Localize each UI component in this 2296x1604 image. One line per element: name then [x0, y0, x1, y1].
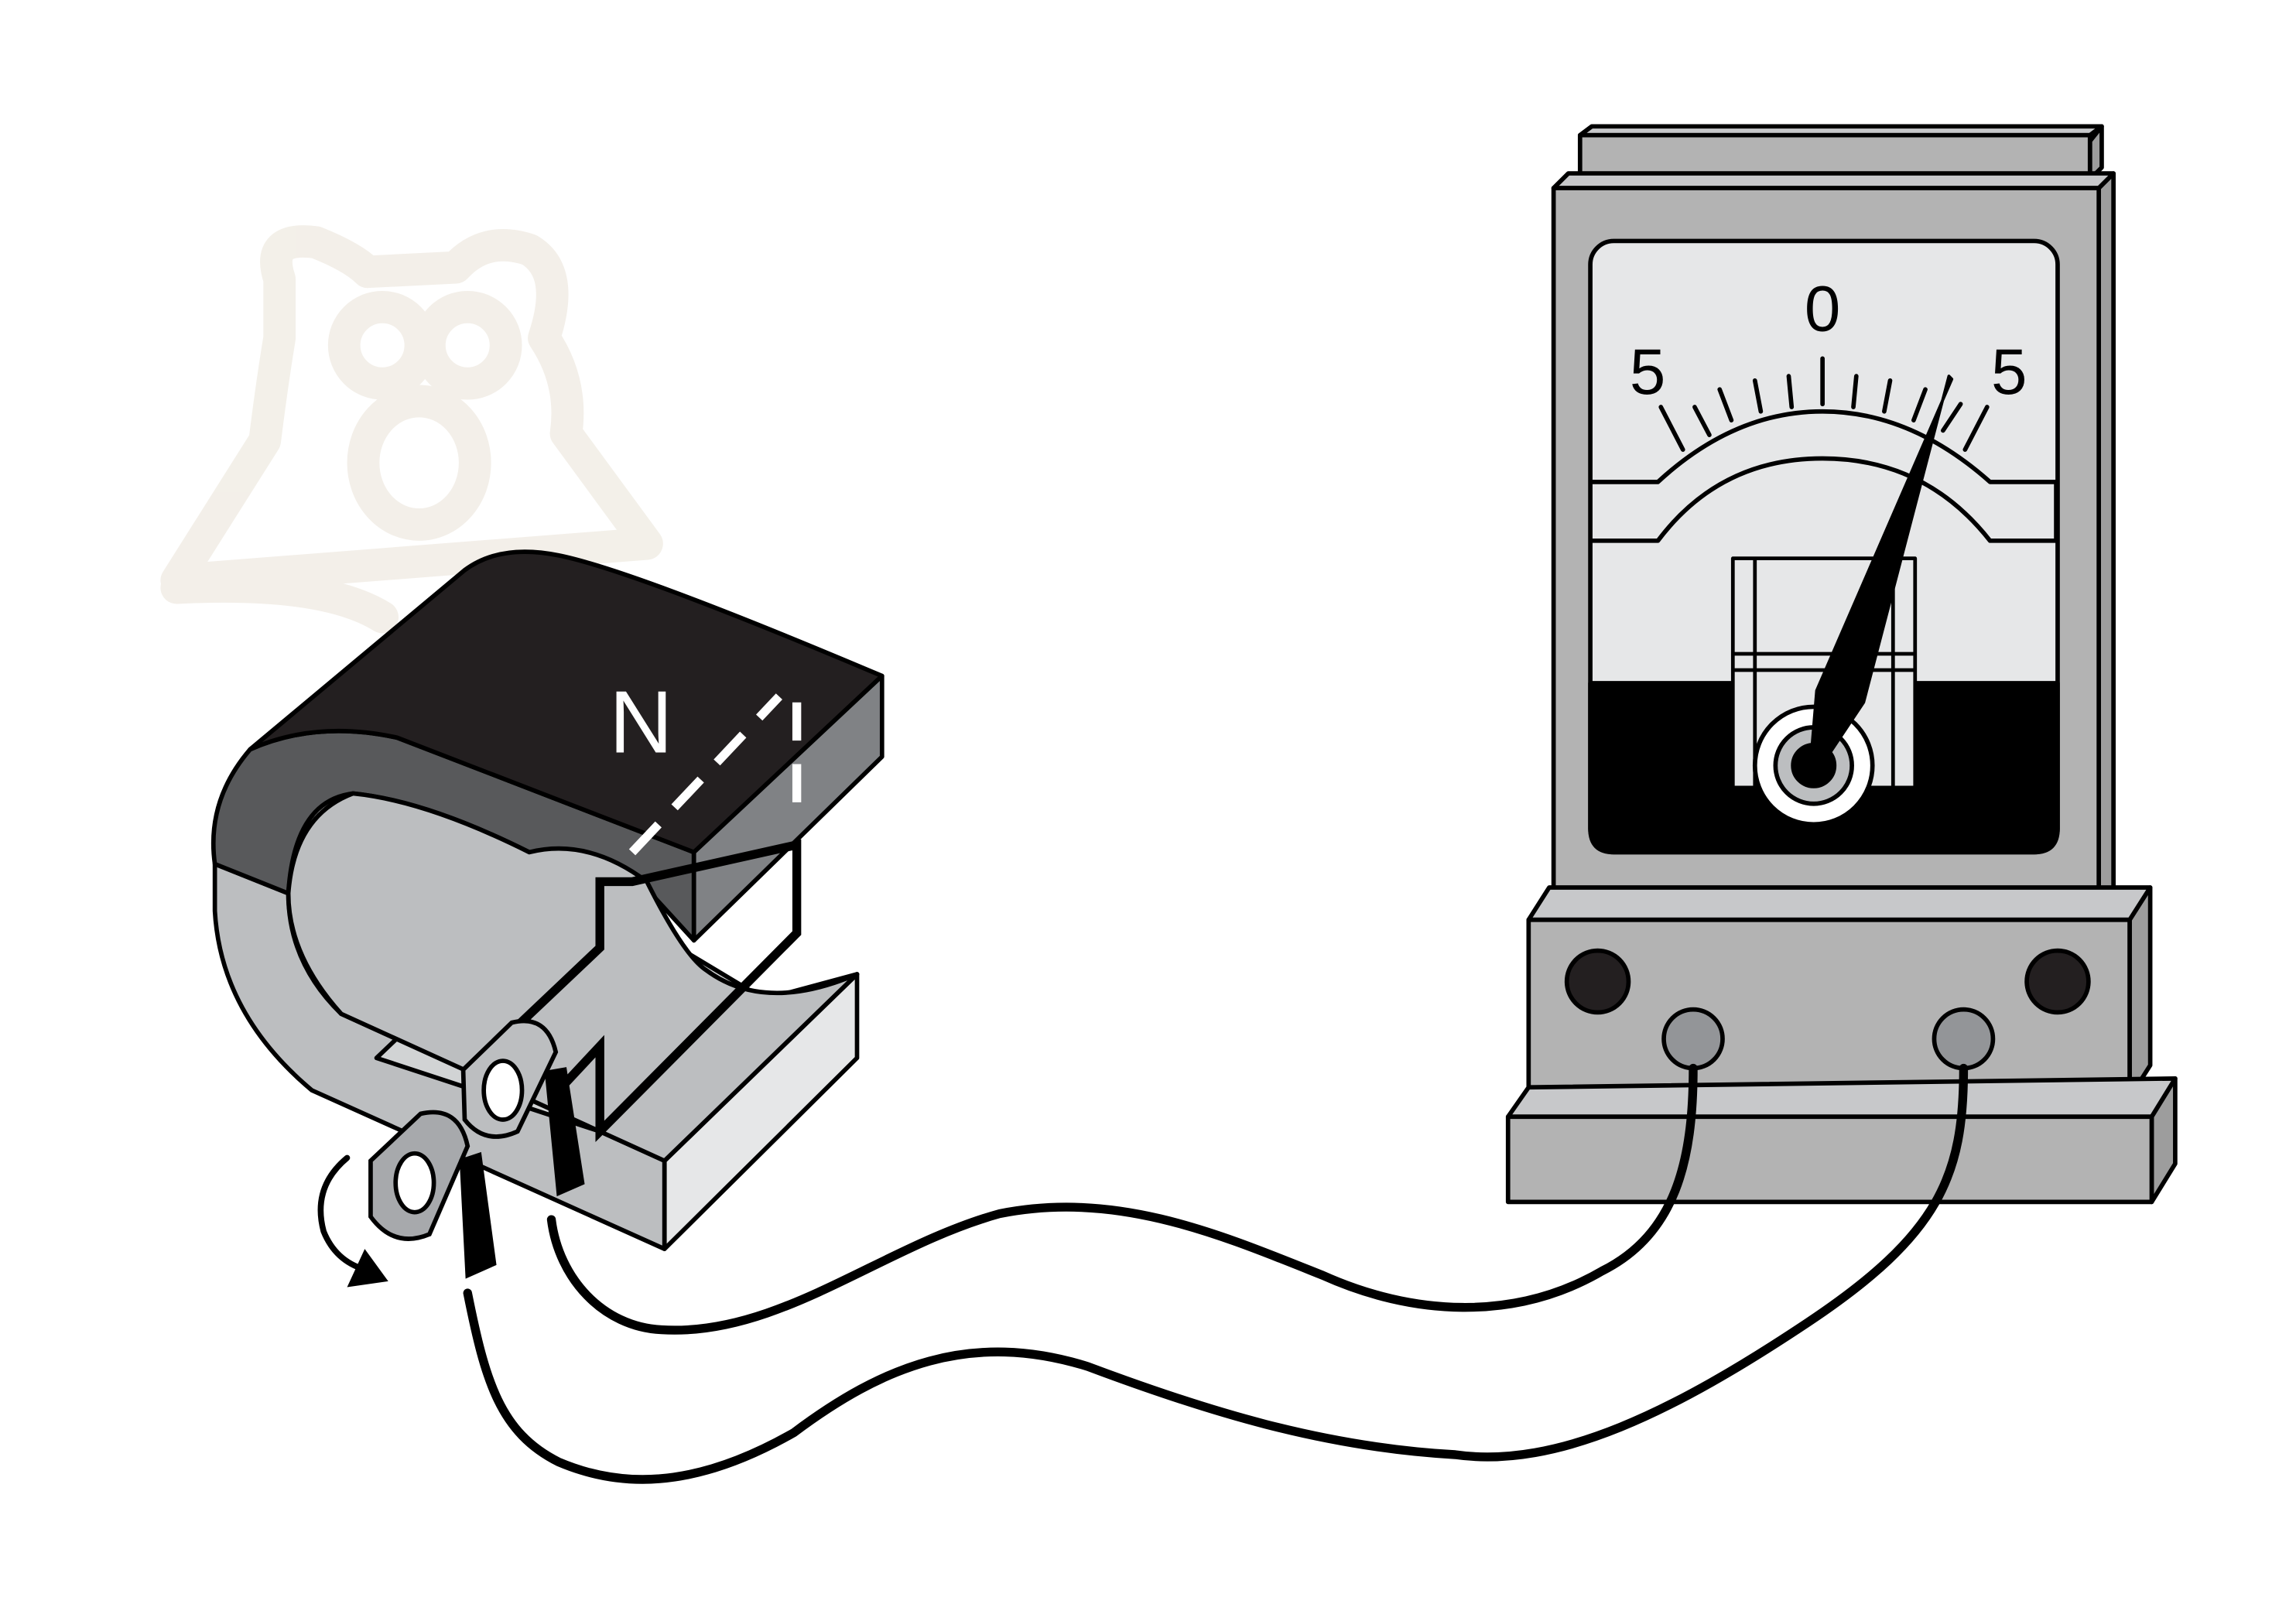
slip-ring-front-hole — [393, 1151, 436, 1215]
armature — [510, 839, 802, 1143]
coil-loop — [510, 839, 802, 1143]
dial-ticks — [1658, 356, 1990, 452]
wire-lower — [463, 1063, 1969, 1484]
brush-upper — [544, 1067, 585, 1197]
meter-knob-left — [1564, 948, 1631, 1015]
field-line-diagonal — [628, 693, 782, 856]
scale-label-center: 0 — [1805, 272, 1840, 344]
magnet-pole-face — [691, 673, 885, 943]
slip-ring-rear-hole — [481, 1059, 525, 1122]
wires — [463, 1063, 1969, 1484]
meter-base-upper-top — [1526, 885, 2153, 922]
slip-rings — [368, 1018, 585, 1279]
rotation-arrow-head — [347, 1249, 388, 1288]
terminal-right — [1932, 1007, 1996, 1071]
galvanometer: 5 0 5 — [1505, 124, 2178, 1205]
watermark-logo — [160, 225, 663, 634]
rotation-arrow-curve — [317, 1154, 368, 1273]
scale-label-right: 5 — [1991, 335, 2027, 408]
rotation-arrow — [317, 1154, 388, 1288]
meter-needle — [1809, 374, 1954, 766]
meter-base-lower-top — [1505, 1076, 2178, 1120]
horseshoe-magnet: N — [210, 549, 885, 1251]
wire-upper — [546, 1063, 1698, 1335]
meter-base-lower — [1505, 1114, 2154, 1205]
brush-lower — [459, 1151, 497, 1279]
terminal-left — [1661, 1007, 1725, 1071]
scale-label-left: 5 — [1630, 335, 1665, 408]
dial-scale-band — [1591, 409, 2058, 543]
meter-knob-right — [2024, 948, 2091, 1015]
pole-label-n: N — [609, 673, 672, 771]
magnet-top-face — [248, 549, 885, 855]
meter-base-upper — [1526, 917, 2132, 1100]
